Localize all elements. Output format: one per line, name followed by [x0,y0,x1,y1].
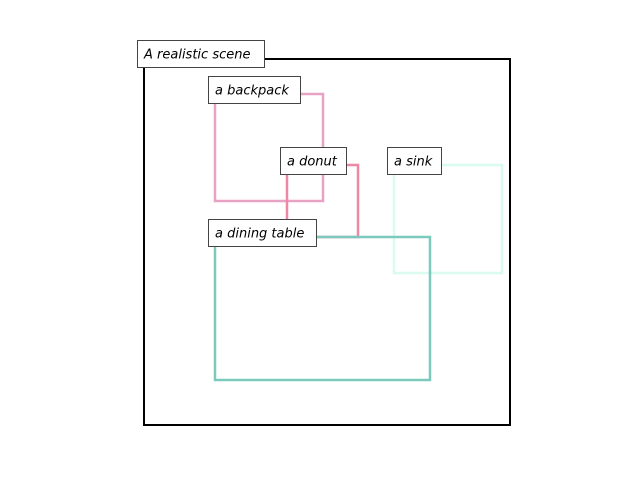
scene-label-text: A realistic scene [143,48,250,63]
backpack-label-text: a backpack [215,84,289,99]
donut-label-text: a donut [287,155,338,170]
backpack-label: a backpack [208,76,301,104]
dining-table-label: a dining table [208,219,317,247]
sink-box [392,163,504,275]
sink-label-text: a sink [394,155,433,170]
sink-label: a sink [387,147,442,175]
donut-label: a donut [280,147,347,175]
scene-label: A realistic scene [137,40,265,68]
dining-table-label-text: a dining table [215,227,304,242]
dining-table-box [213,235,432,382]
scene-frame [143,58,511,426]
